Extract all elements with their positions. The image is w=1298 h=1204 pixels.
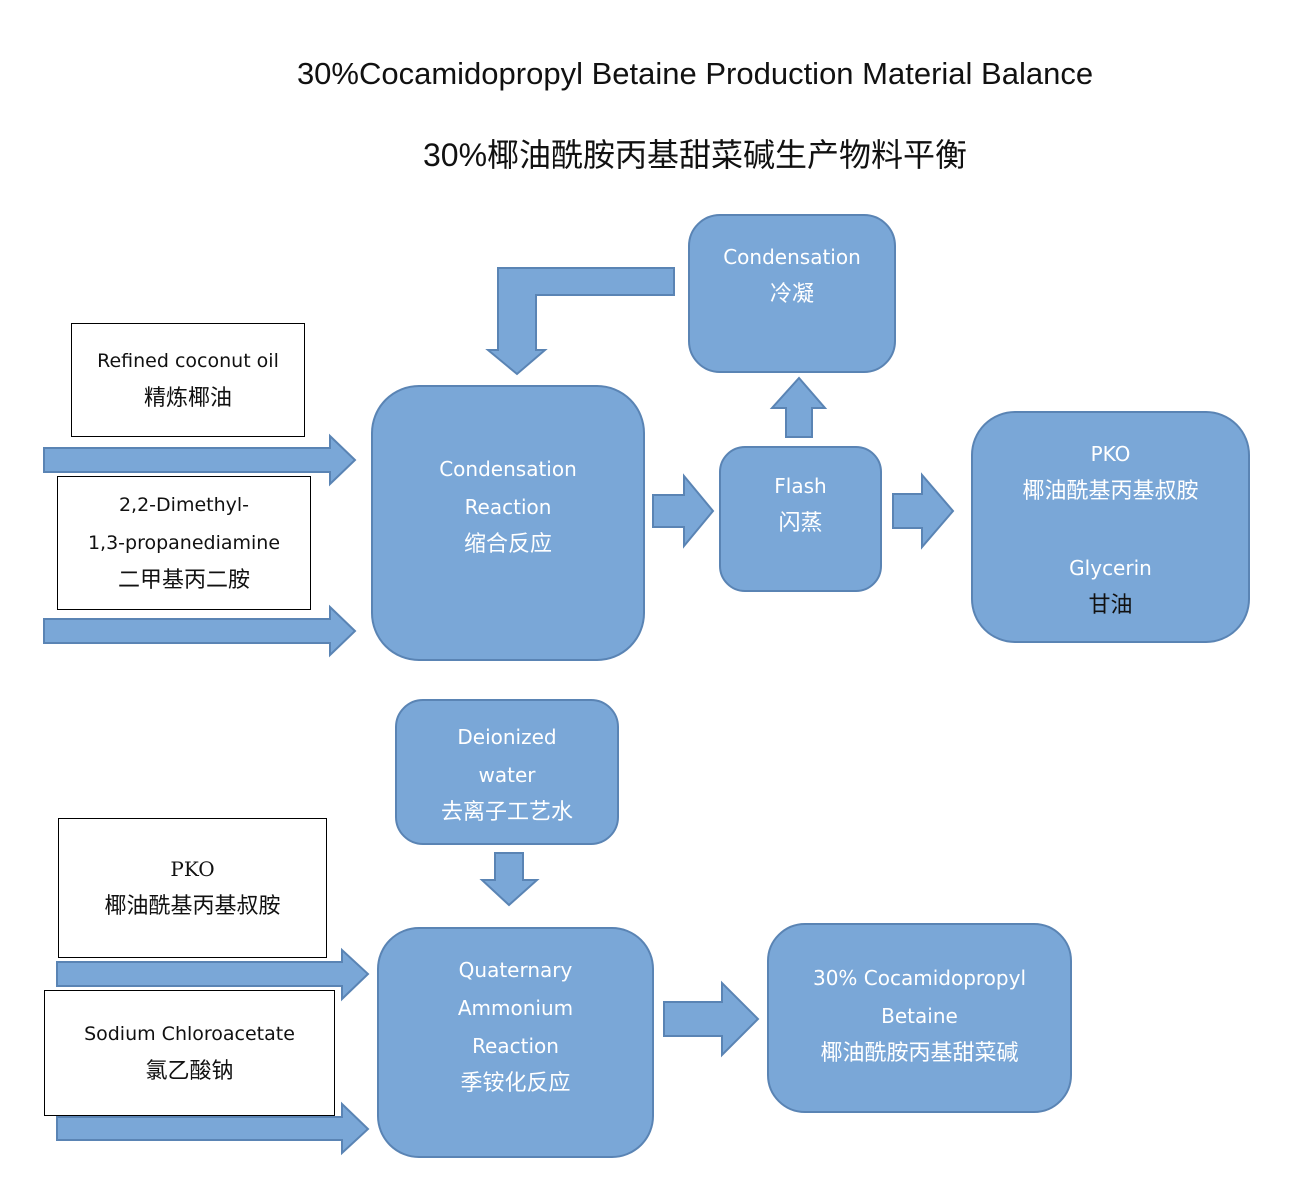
input-sodium-chloroacetate: Sodium Chloroacetate 氯乙酸钠 bbox=[44, 990, 335, 1116]
input-label-en: PKO bbox=[170, 857, 215, 881]
input-label-en-line2: 1,3-propanediamine bbox=[87, 532, 281, 554]
input-label-zh: 氯乙酸钠 bbox=[145, 1059, 234, 1084]
input-label-zh: 椰油酰基丙基叔胺 bbox=[104, 894, 281, 919]
product-pko-zh: 椰油酰基丙基叔胺 bbox=[1022, 479, 1199, 504]
input-label-en: Sodium Chloroacetate bbox=[84, 1023, 295, 1045]
title-chinese: 30%椰油酰胺丙基甜菜碱生产物料平衡 bbox=[422, 137, 968, 173]
input-deionized-water: Deionized water 去离子工艺水 bbox=[395, 699, 619, 845]
arrow-coconut-oil-to-reaction bbox=[43, 433, 357, 487]
node-label-zh: 椰油酰胺丙基甜菜碱 bbox=[820, 1041, 1019, 1066]
arrow-flash-to-condensation bbox=[769, 376, 828, 438]
input-refined-coconut-oil: Refined coconut oil 精炼椰油 bbox=[71, 323, 305, 437]
product-pko-en: PKO bbox=[1090, 442, 1131, 466]
input-label-en-line1: 2,2-Dimethyl- bbox=[118, 494, 250, 516]
product-cocamidopropyl-betaine: 30% Cocamidopropyl Betaine 椰油酰胺丙基甜菜碱 bbox=[767, 923, 1072, 1113]
product-pko-glycerin: PKO 椰油酰基丙基叔胺 Glycerin 甘油 bbox=[971, 411, 1250, 643]
node-label-zh: 闪蒸 bbox=[778, 511, 823, 536]
node-label-zh: 去离子工艺水 bbox=[440, 800, 573, 825]
process-flash: Flash 闪蒸 bbox=[719, 446, 882, 592]
product-glycerin-en: Glycerin bbox=[1069, 556, 1152, 580]
node-label-en: Flash bbox=[774, 474, 827, 498]
input-label-en: Refined coconut oil bbox=[97, 350, 279, 372]
process-condensation-reaction: Condensation Reaction 缩合反应 bbox=[371, 385, 645, 661]
process-quaternary-ammonium-reaction: Quaternary Ammonium Reaction 季铵化反应 bbox=[377, 927, 654, 1158]
process-condensation: Condensation 冷凝 bbox=[688, 214, 896, 373]
arrow-pko-to-quaternary bbox=[56, 947, 370, 1002]
input-dimethyl-propanediamine: 2,2-Dimethyl- 1,3-propanediamine 二甲基丙二胺 bbox=[57, 476, 311, 610]
node-label-en-line2: water bbox=[478, 763, 536, 787]
arrow-flash-to-products bbox=[892, 472, 955, 550]
arrow-condensation-to-reaction bbox=[485, 267, 675, 376]
node-label-en-line1: Deionized bbox=[457, 725, 557, 749]
node-label-en-line2: Betaine bbox=[881, 1004, 958, 1028]
node-label-zh: 冷凝 bbox=[769, 282, 814, 307]
arrow-water-to-quaternary bbox=[479, 852, 540, 907]
product-glycerin-zh: 甘油 bbox=[1088, 593, 1133, 618]
arrow-reaction-to-flash bbox=[652, 473, 715, 549]
title-english: 30%Cocamidopropyl Betaine Production Mat… bbox=[296, 56, 1094, 91]
node-label-en-line1: 30% Cocamidopropyl bbox=[812, 966, 1027, 990]
input-label-zh: 精炼椰油 bbox=[143, 386, 232, 411]
arrow-diamine-to-reaction bbox=[43, 604, 357, 658]
node-label-en-line1: Quaternary bbox=[458, 958, 573, 982]
input-pko: PKO 椰油酰基丙基叔胺 bbox=[58, 818, 327, 958]
arrow-chloroacetate-to-quaternary bbox=[56, 1101, 370, 1156]
node-label-en-line2: Reaction bbox=[464, 495, 552, 519]
node-label-en-line2: Ammonium bbox=[457, 996, 574, 1020]
node-label-en-line1: Condensation bbox=[439, 457, 577, 481]
node-label-en-line3: Reaction bbox=[472, 1034, 559, 1058]
input-label-zh: 二甲基丙二胺 bbox=[117, 568, 250, 593]
node-label-zh: 缩合反应 bbox=[463, 532, 552, 557]
node-label-zh: 季铵化反应 bbox=[460, 1071, 571, 1096]
arrow-quaternary-to-product bbox=[663, 980, 760, 1058]
node-label-en: Condensation bbox=[723, 245, 861, 269]
